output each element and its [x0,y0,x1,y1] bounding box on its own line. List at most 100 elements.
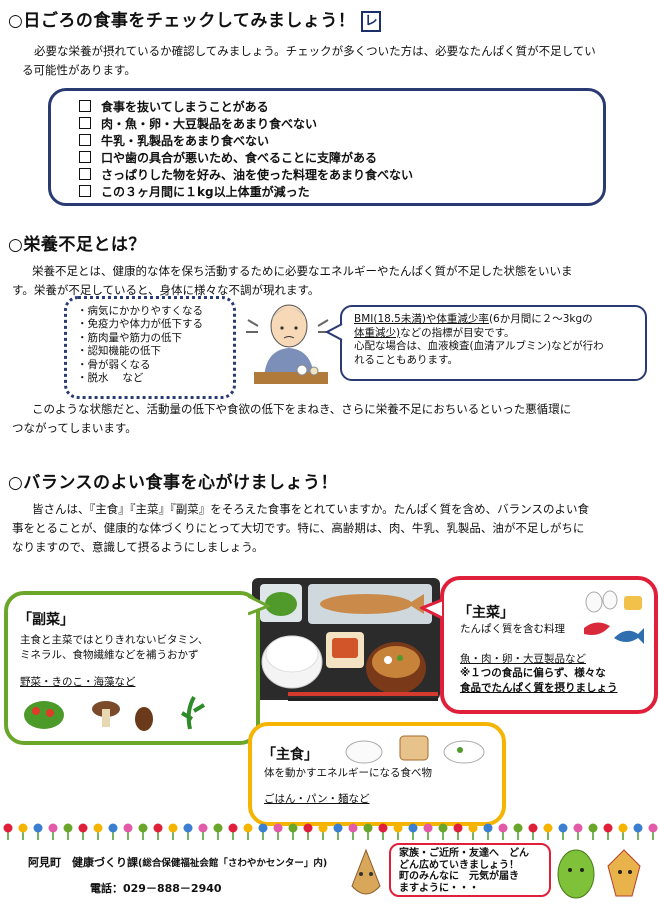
checklist: 食事を抜いてしまうことがある 肉・魚・卵・大豆製品をあまり食べない 牛乳・乳製品… [79,99,603,201]
checklist-item[interactable]: 肉・魚・卵・大豆製品をあまり食べない [79,116,603,133]
flower [33,823,43,833]
section2-title: ○栄養不足とは？ [8,235,146,255]
message-line: 町のみんなに 元気が届き [399,871,519,882]
symptom-item: ・骨が弱くなる [77,358,151,371]
flower [498,823,508,833]
bmi-underlined-1: BMI(18.5未満)や体重減少率 [354,313,489,325]
flower [393,823,403,833]
footer-phone: 電話：029－888－2940 [90,882,222,895]
flower [558,823,568,833]
checkbox[interactable] [79,134,91,146]
shusai-note2: 食品でたんぱく質を摂りましょう [460,682,618,694]
fukusai-line2: ミネラル、食物繊維などを補うおかず [20,649,199,661]
flower [168,823,178,833]
flower [48,823,58,833]
flower [513,823,523,833]
symptom-item: ・筋肉量や筋力の低下 [77,331,182,344]
checklist-item-label: さっぱりした物を好み、油を使った料理をあまり食べない [101,168,414,182]
flower [63,823,73,833]
flower [333,823,343,833]
flower [543,823,553,833]
check-mark-badge: レ [361,10,382,32]
fukusai-description: 主食と主菜ではとりきれないビタミン、 ミネラル、食物繊維などを補うおかず [20,633,208,663]
flower [363,823,373,833]
checklist-item[interactable]: さっぱりした物を好み、油を使った料理をあまり食べない [79,167,603,184]
checkbox[interactable] [79,117,91,129]
bamboo-mascot-icon [351,848,381,895]
checklist-item-label: 口や歯の具合が悪いため、食べることに支障がある [101,151,378,165]
elderly-person-illustration [246,304,330,384]
flower [123,823,133,833]
bmi-text-1: (6か月間に２～3kgの [488,313,593,325]
checklist-item-label: この３ヶ月間に１kg以上体重が減った [101,185,310,199]
shusai-note: ※１つの食品に偏らず、様々な 食品でたんぱく質を摂りましょう [460,666,618,696]
bmi-text-3: 心配な場合は、血液検査(血清アルブミン)などが行わ [354,340,604,352]
flower [228,823,238,833]
shusai-note1: ※１つの食品に偏らず、様々な [460,667,606,679]
flower [258,823,268,833]
symptom-item: ・免疫力や体力が低下する [77,318,203,331]
shusai-bubble: 「主菜」 たんぱく質を含む料理 魚・肉・卵・大豆製品など ※１つの食品に偏らず、… [440,576,658,714]
flower [213,823,223,833]
checklist-item[interactable]: この３ヶ月間に１kg以上体重が減った [79,184,603,201]
flower [573,823,583,833]
checklist-item[interactable]: 口や歯の具合が悪いため、食べることに支障がある [79,150,603,167]
shusai-line1: たんぱく質を含む料理 [460,623,565,635]
footer-message: 家族・ご近所・友達へ どん どん広めていきましょう！ 町のみんなに 元気が届き … [399,848,549,894]
flower [648,823,658,833]
message-line: どん広めていきましょう！ [399,859,519,871]
footer-message-bubble: 家族・ご近所・友達へ どん どん広めていきましょう！ 町のみんなに 元気が届き … [389,843,551,897]
fukusai-pointer-icon [248,594,270,616]
section2-outro-line2: つながってしまいます。 [12,421,137,435]
flower [438,823,448,833]
checkbox[interactable] [79,168,91,180]
flower [108,823,118,833]
flower [78,823,88,833]
fukusai-title: 「副菜」 [18,612,74,628]
flower [288,823,298,833]
flower [273,823,283,833]
shusai-foods: 魚・肉・卵・大豆製品など [460,653,586,665]
bmi-text-2: などの指標が目安です。 [400,326,515,339]
flower-border-decoration [3,823,658,840]
flower [468,823,478,833]
flower [153,823,163,833]
flower [138,823,148,833]
protein-foods-illustration [584,590,644,644]
section1-intro: 必要な栄養が摂れているか確認してみましょう。チェックが多くついた方は、必要なたん… [22,42,652,80]
bmi-info-box: BMI(18.5未満)や体重減少率(6か月間に２～3kgの 体重減少)などの指標… [340,305,647,381]
flower [318,823,328,833]
shushoku-bubble: 「主食」 体を動かすエネルギーになる食べ物 ごはん・パン・麺など [248,722,506,826]
flower [453,823,463,833]
bmi-info-text: BMI(18.5未満)や体重減少率(6か月間に２～3kgの 体重減少)などの指標… [354,313,645,367]
checklist-item[interactable]: 食事を抜いてしまうことがある [79,99,603,116]
checkbox[interactable] [79,151,91,163]
section3-title: ○バランスのよい食事を心がけましょう！ [8,473,338,493]
section3-intro: 皆さんは、『主食』『主菜』『副菜』をそろえた食事をとれていますか。たんぱく質を含… [12,500,657,557]
symptom-item: ・病気にかかりやすくなる [77,305,203,317]
section1-intro-line2: る可能性があります。 [22,63,136,77]
section2-intro-line2: す。栄養が不足していると、身体に様々な不調が現れます。 [12,283,320,297]
section2-outro-line1: このような状態だと、活動量の低下や食欲の低下をまねき、さらに栄養不足におちいると… [32,402,572,416]
flower [198,823,208,833]
checklist-item-label: 牛乳・乳製品をあまり食べない [101,134,270,148]
section2-intro: 栄養不足とは、健康的な体を保ち活動するために必要なエネルギーやたんぱく質が不足し… [12,262,652,300]
meal-tray-illustration [252,578,440,701]
flower [633,823,643,833]
flower [528,823,538,833]
checklist-item-label: 食事を抜いてしまうことがある [101,100,269,114]
checklist-item[interactable]: 牛乳・乳製品をあまり食べない [79,133,603,150]
section3-intro-line3: なりますので、意識して摂るようにしましょう。 [12,540,264,554]
flower [303,823,313,833]
checkbox[interactable] [79,185,91,197]
flower [423,823,433,833]
flower [588,823,598,833]
flower [618,823,628,833]
checkbox[interactable] [79,100,91,112]
shushoku-foods: ごはん・パン・麺など [264,793,370,805]
symptom-list-box: ・病気にかかりやすくなる ・免疫力や体力が低下する ・筋肉量や筋力の低下 ・認知… [64,296,236,399]
bmi-text-4: れることもあります。 [354,353,458,366]
staple-foods-illustration [345,735,485,764]
fukusai-foods: 野菜・きのこ・海藻など [20,676,136,688]
flower [183,823,193,833]
